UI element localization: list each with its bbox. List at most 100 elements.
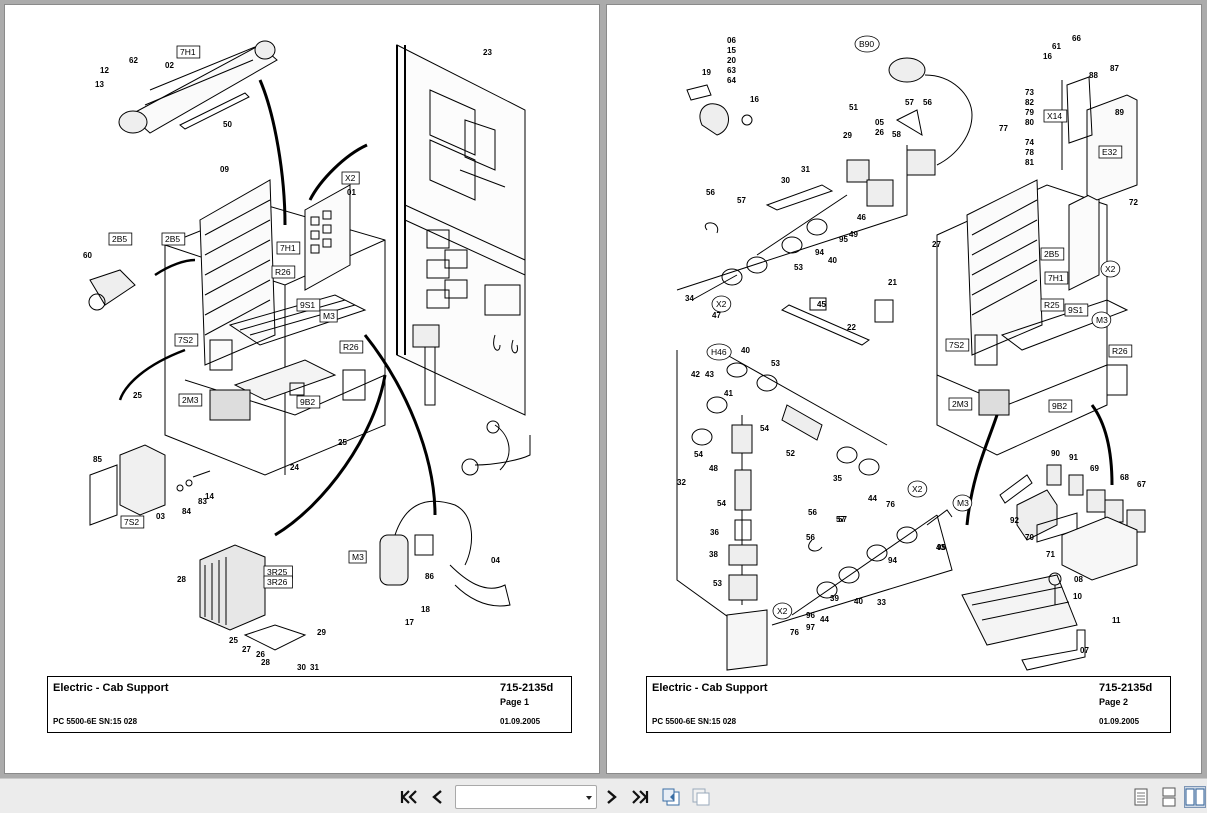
model-serial: PC 5500-6E SN:15 028 bbox=[652, 717, 737, 726]
parts-diagram-page-2: 06152063641916B9005265157565861661688877… bbox=[676, 34, 1146, 671]
callout-circle bbox=[1100, 260, 1121, 278]
callout-label: 29 bbox=[843, 131, 852, 140]
callout-frame bbox=[176, 45, 201, 59]
callout-frame bbox=[348, 550, 367, 564]
callout-label: 81 bbox=[1025, 158, 1034, 167]
first-page-button[interactable] bbox=[398, 786, 420, 808]
drawing-title: Electric - Cab Support bbox=[53, 682, 169, 694]
callout-frame bbox=[319, 309, 338, 323]
last-page-icon bbox=[632, 790, 649, 804]
callout-label: 95 bbox=[937, 543, 946, 552]
callout-label: 64 bbox=[727, 76, 736, 85]
single-page-view-button[interactable] bbox=[1130, 786, 1152, 808]
callout-label: 63 bbox=[727, 66, 736, 75]
callout-label: 9B2 bbox=[300, 397, 315, 407]
callout-label: 49 bbox=[849, 230, 858, 239]
callout-label: 60 bbox=[83, 251, 92, 260]
callout-label: 76 bbox=[886, 500, 895, 509]
callout-label: 67 bbox=[1137, 480, 1146, 489]
callout-label: 7H1 bbox=[280, 243, 296, 253]
callout-frame bbox=[1108, 344, 1133, 358]
next-view-button[interactable] bbox=[690, 786, 712, 808]
callout-label: 76 bbox=[790, 628, 799, 637]
continuous-view-button[interactable] bbox=[1158, 786, 1180, 808]
callout-label: 06 bbox=[727, 36, 736, 45]
callout-label: 27 bbox=[242, 645, 251, 654]
callout-label: 01 bbox=[347, 188, 356, 197]
callout-label: 04 bbox=[491, 556, 500, 565]
callout-label: 42 bbox=[691, 370, 700, 379]
navigation-toolbar bbox=[0, 778, 1207, 813]
callout-label: X2 bbox=[777, 606, 788, 616]
previous-page-button[interactable] bbox=[426, 786, 448, 808]
callout-label: 43 bbox=[705, 370, 714, 379]
callout-label: 96 bbox=[806, 611, 815, 620]
callout-frame bbox=[339, 340, 364, 354]
callout-label: 2B5 bbox=[112, 234, 127, 244]
facing-pages-view-button[interactable] bbox=[1184, 786, 1206, 808]
drawing-title: Electric - Cab Support bbox=[652, 682, 768, 694]
callout-label: 43 bbox=[936, 543, 945, 552]
callout-label: 95 bbox=[839, 235, 848, 244]
callout-label: 24 bbox=[290, 463, 299, 472]
previous-view-icon bbox=[662, 788, 680, 806]
callout-circle bbox=[772, 602, 793, 620]
callout-label: R26 bbox=[275, 267, 291, 277]
callout-circle bbox=[854, 35, 880, 53]
callout-label: 26 bbox=[875, 128, 884, 137]
callout-label: X2 bbox=[716, 299, 727, 309]
callout-label: 88 bbox=[1089, 71, 1098, 80]
document-number: 715-2135d bbox=[1099, 682, 1153, 694]
callout-label: 80 bbox=[1025, 118, 1034, 127]
callout-label: 47 bbox=[712, 311, 721, 320]
callout-label: 28 bbox=[177, 575, 186, 584]
callout-label: 79 bbox=[1025, 108, 1034, 117]
callout-circle bbox=[907, 480, 928, 498]
last-page-button[interactable] bbox=[629, 786, 651, 808]
callout-label: 08 bbox=[1074, 575, 1083, 584]
facing-pages-view-icon bbox=[1185, 788, 1205, 806]
continuous-view-icon bbox=[1162, 787, 1176, 807]
callout-label: 54 bbox=[694, 450, 703, 459]
callout-label: 40 bbox=[741, 346, 750, 355]
callout-label: 25 bbox=[338, 438, 347, 447]
callout-label: 57 bbox=[836, 515, 845, 524]
callout-circle bbox=[711, 295, 732, 313]
callout-label: 9B2 bbox=[1052, 401, 1067, 411]
callout-label: 7S2 bbox=[949, 340, 964, 350]
model-serial: PC 5500-6E SN:15 028 bbox=[53, 717, 138, 726]
callout-label: 86 bbox=[425, 572, 434, 581]
next-page-button[interactable] bbox=[601, 786, 623, 808]
document-number: 715-2135d bbox=[500, 682, 554, 694]
callout-label: R26 bbox=[1112, 346, 1128, 356]
previous-view-button[interactable] bbox=[660, 786, 682, 808]
callout-label: 92 bbox=[1010, 516, 1019, 525]
callout-label: 56 bbox=[808, 508, 817, 517]
callout-label: 36 bbox=[710, 528, 719, 537]
callout-label: 56 bbox=[806, 533, 815, 542]
callout-label: 97 bbox=[806, 623, 815, 632]
previous-page-icon bbox=[432, 790, 442, 804]
callout-frame bbox=[174, 333, 199, 347]
page-label: Page 2 bbox=[1099, 697, 1129, 707]
page-number-select[interactable] bbox=[455, 785, 597, 809]
callout-label: 90 bbox=[1051, 449, 1060, 458]
callout-frame bbox=[948, 397, 973, 411]
callout-label: 03 bbox=[156, 512, 165, 521]
document-date: 01.09.2005 bbox=[500, 717, 541, 726]
callout-label: 54 bbox=[717, 499, 726, 508]
callout-label: 31 bbox=[801, 165, 810, 174]
document-date: 01.09.2005 bbox=[1099, 717, 1140, 726]
callout-label: 25 bbox=[229, 636, 238, 645]
callout-label: 85 bbox=[93, 455, 102, 464]
callout-label: M3 bbox=[1096, 315, 1108, 325]
callout-label: 27 bbox=[932, 240, 941, 249]
callout-label: 23 bbox=[483, 48, 492, 57]
callout-label: 30 bbox=[781, 176, 790, 185]
callout-label: 39 bbox=[830, 594, 839, 603]
callout-label: 2M3 bbox=[182, 395, 199, 405]
callout-label: 57 bbox=[905, 98, 914, 107]
callout-label: 02 bbox=[165, 61, 174, 70]
